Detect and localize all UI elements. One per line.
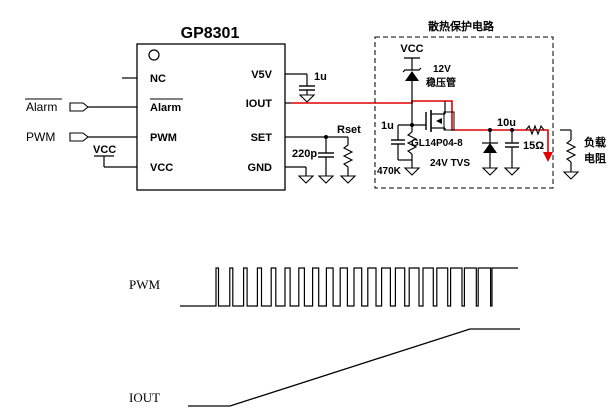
pwm-pulse-train (180, 267, 518, 307)
alarm-input-label: Alarm (26, 100, 57, 114)
pin-label-pwm: PWM (150, 132, 177, 144)
alarm-connector (69, 102, 89, 112)
zener-voltage-label: 12V (433, 64, 451, 75)
mosfet-body (443, 111, 455, 131)
pin-label-nc: NC (150, 73, 166, 85)
chip-body (136, 43, 286, 191)
tvs-diode (483, 143, 497, 153)
mosfet-arrow (436, 118, 442, 124)
cap-1u-label: 1u (381, 120, 394, 132)
pwm-waveform (180, 267, 518, 307)
waveform-iout-label: IOUT (129, 390, 160, 405)
pin1-marker (148, 49, 160, 61)
zener-name-label: 稳压管 (426, 76, 456, 89)
resistor-15-ohm-label: 15Ω (523, 140, 544, 152)
pwm-input-label: PWM (26, 130, 55, 144)
protection-box (374, 36, 554, 189)
vcc-top-label: VCC (400, 43, 423, 55)
tvs-label: 24V TVS (430, 158, 470, 169)
cap-220p-label: 220p (292, 148, 317, 160)
pin-label-gnd: GND (248, 162, 273, 174)
load-resistor (565, 139, 577, 163)
iout-waveform (188, 328, 520, 407)
resistor-15-ohm (525, 124, 545, 136)
vcc-left-label: VCC (93, 144, 116, 156)
load-label-line2: 电阻 (584, 151, 606, 165)
rset-resistor (342, 144, 354, 168)
pin-label-v5v: V5V (251, 69, 272, 81)
zener-diode (405, 71, 419, 81)
rset-label: Rset (337, 124, 361, 136)
protection-box-title: 散热保护电路 (428, 19, 495, 33)
cap-v5v-label: 1u (314, 71, 327, 83)
pin-label-iout: IOUT (246, 98, 273, 110)
mosfet-label: GL14P04-8 (411, 138, 463, 149)
pwm-connector (69, 132, 89, 142)
pin-label-alarm: Alarm (150, 102, 181, 114)
chip-title: GP8301 (181, 25, 240, 42)
waveform-pwm-label: PWM (129, 277, 161, 292)
pin-label-vcc: VCC (150, 162, 173, 174)
pin-label-set: SET (251, 132, 273, 144)
load-label-line1: 负载 (584, 135, 606, 149)
cap-10u-label: 10u (497, 117, 516, 129)
resistor-470k-label: 470K (377, 166, 402, 177)
resistor-470k (406, 131, 418, 155)
